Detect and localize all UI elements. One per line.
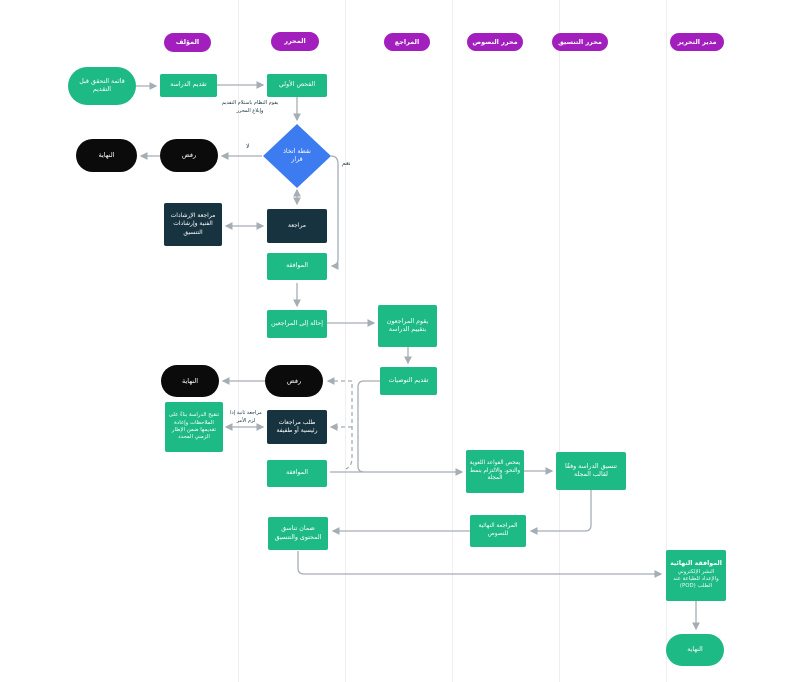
lane-divider — [452, 0, 453, 682]
annotation-system-receives: يقوم النظام باستلام التقديم وإبلاغ المحر… — [221, 100, 279, 114]
lane-header-editor[interactable]: المحرر — [271, 32, 319, 51]
node-final-proofread[interactable]: المراجعة النهائية للنصوص — [470, 515, 526, 547]
node-reject-2[interactable]: رفض — [265, 365, 323, 397]
node-end-3[interactable]: النهاية — [666, 634, 724, 666]
lane-header-reviewer[interactable]: المراجع — [384, 33, 430, 51]
node-approval-1[interactable]: الموافقة — [267, 253, 327, 280]
node-end-1[interactable]: النهاية — [76, 139, 137, 172]
lane-divider — [559, 0, 560, 682]
node-request-revisions[interactable]: طلب مراجعات رئيسية أو طفيفة — [267, 410, 327, 444]
annotation-second-review: مراجعة ثانية إذا لزم الأمر — [230, 410, 262, 424]
final-approval-body: النشر الإلكتروني والإعداد للطباعة عند ال… — [673, 568, 719, 590]
edge-label-yes: نعم — [342, 160, 351, 167]
node-review[interactable]: مراجعة — [267, 209, 327, 243]
lane-header-copy-editor[interactable]: محرر النصوص — [467, 33, 523, 51]
node-submit-study[interactable]: تقديم الدراسة — [160, 74, 217, 97]
node-final-approval[interactable]: الموافقة النهائية النشر الإلكتروني والإع… — [666, 550, 726, 601]
edge-label-no: لا — [246, 143, 250, 150]
node-referral-to-reviewers[interactable]: إحالة إلى المراجعين — [267, 310, 327, 338]
node-end-2[interactable]: النهاية — [161, 365, 219, 397]
node-format-study[interactable]: تنسيق الدراسة وفقًا لقالب المجلة — [556, 452, 626, 490]
node-grammar-check[interactable]: يفحص القواعد اللغوية والنحو، والالتزام ب… — [466, 450, 524, 493]
node-consistency-check[interactable]: ضمان تناسق المحتوى والتنسيق — [268, 517, 328, 550]
lane-header-formatting-editor[interactable]: محرر التنسيق — [552, 33, 608, 51]
lane-header-author[interactable]: المؤلف — [164, 33, 211, 52]
lane-header-managing-editor[interactable]: مدير التحرير — [670, 33, 724, 51]
node-initial-screening[interactable]: الفحص الأولي — [267, 74, 327, 97]
lane-divider — [238, 0, 239, 682]
node-reviewers-evaluate[interactable]: يقوم المراجعون بتقييم الدراسة — [378, 305, 437, 347]
node-reject-1[interactable]: رفض — [160, 139, 218, 172]
node-submit-recommendations[interactable]: تقديم التوصيات — [380, 367, 437, 395]
node-guidelines-review[interactable]: مراجعة الإرشادات الفنية وإرشادات التنسيق — [164, 203, 222, 246]
node-approval-2[interactable]: الموافقة — [267, 460, 327, 487]
final-approval-title: الموافقة النهائية — [670, 560, 722, 568]
node-pre-submission-checklist[interactable]: قائمة التحقق قبل التقديم — [68, 67, 136, 105]
lane-divider — [666, 0, 667, 682]
node-revise-study[interactable]: تنقيح الدراسة بناءً على الملاحظات وإعادة… — [165, 402, 223, 452]
lane-divider — [345, 0, 346, 682]
